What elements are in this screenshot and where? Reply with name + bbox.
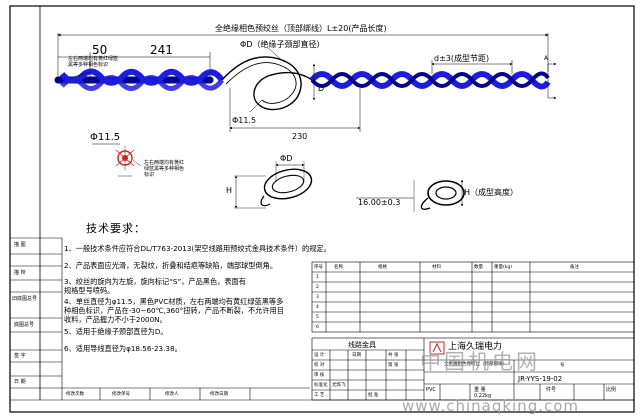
bottom-mod-grid bbox=[62, 387, 310, 400]
left-label-sign: 签 字 bbox=[14, 353, 26, 359]
parts-h-weight: 重量(kg) bbox=[494, 265, 512, 270]
parts-h-material: 材料 bbox=[432, 265, 441, 270]
watermark-url: www.chinaqking.com bbox=[402, 397, 580, 415]
parts-row-4: 4 bbox=[316, 305, 319, 310]
parts-row-2: 2 bbox=[316, 285, 319, 290]
qty-label: 件号 bbox=[546, 387, 557, 393]
dim-phi115-section: Φ11.5 bbox=[90, 132, 121, 143]
company-logo bbox=[429, 341, 445, 355]
dim-phid-loop: ΦD bbox=[280, 154, 293, 163]
sign-name: 尤炼飞 bbox=[332, 383, 346, 388]
outer-frame bbox=[9, 5, 635, 413]
parts-row-1: 1 bbox=[316, 275, 319, 280]
sign-review: 审 核 bbox=[314, 373, 325, 378]
sign-check: 校 对 bbox=[314, 363, 325, 368]
left-label-old-no: 旧底图总号 bbox=[12, 296, 38, 302]
dim-230: 230 bbox=[292, 132, 308, 141]
parts-row-6: 6 bbox=[316, 325, 319, 330]
page-total: 共 张 bbox=[388, 353, 399, 358]
req-6: 6、适用导线直径为φ18.56-23.38。 bbox=[64, 344, 182, 353]
req-3b: 规格型号喷码。 bbox=[64, 286, 115, 295]
drawing-title-block: 全绝缘相色预绞丝（顶部绑线） bbox=[444, 362, 507, 367]
dim-phid-neck: ΦD（绝缘子颈部直径） bbox=[240, 40, 325, 49]
parts-h-no: 序号 bbox=[314, 265, 323, 270]
code-label: 号 bbox=[560, 363, 565, 368]
weight-value: 0.22kg bbox=[474, 393, 492, 399]
mod-person: 修改人 bbox=[165, 392, 179, 397]
parts-h-name: 名称 bbox=[334, 265, 343, 270]
product-category: 线路金具 bbox=[348, 341, 376, 349]
req-5: 5、适用于绝缘子颈部直径为D。 bbox=[64, 327, 168, 336]
dim-phi115-main: Φ11.5 bbox=[232, 116, 257, 125]
sign-process: 工 艺 bbox=[314, 393, 325, 398]
sign-approve: 批 准 bbox=[368, 393, 379, 398]
weight-label: 重 量 bbox=[474, 387, 486, 393]
left-label-date: 日 期 bbox=[14, 379, 26, 385]
drawing-title: 全绝缘相色预绞丝（顶部绑线）L±20(产品长度) bbox=[215, 24, 387, 33]
parts-h-remark: 备注 bbox=[570, 265, 579, 270]
page-current: 第 张 bbox=[388, 363, 399, 368]
req-3: 3、绞丝的旋向为左旋，旋向标记“S”，产品黑色，表面有 bbox=[64, 277, 246, 286]
mod-date: 修改日期 bbox=[210, 392, 228, 397]
section-mark-a: A bbox=[544, 55, 549, 62]
dim-pitch: d±3(成型节距) bbox=[434, 54, 490, 63]
material-value: PVC bbox=[426, 387, 436, 393]
parts-table bbox=[311, 261, 635, 333]
req-4: 4、单丝直径为φ11.5，黑色PVC材质，左右两端均有黄红绿蓝黑等多 bbox=[64, 297, 284, 306]
company-name: 上海久瑞电力 bbox=[448, 342, 503, 352]
mod-count: 修改次数 bbox=[66, 392, 84, 397]
parts-row-5: 5 bbox=[316, 315, 319, 320]
dim-16: 16.00±0.3 bbox=[358, 198, 401, 207]
parts-row-3: 3 bbox=[316, 295, 319, 300]
sign-date-label: 日期 bbox=[352, 353, 361, 358]
req-2: 2、产品表面应光滑，无裂纹，折叠和结疤等缺陷，端部球型倒角。 bbox=[64, 261, 278, 270]
helical-rod-main-view bbox=[54, 33, 557, 132]
left-label-check: 描 校 bbox=[14, 270, 26, 276]
dim-50: 50 bbox=[92, 43, 108, 57]
dim-h-loop: H bbox=[226, 186, 233, 195]
left-label-trace: 描 图 bbox=[14, 242, 26, 248]
sign-design: 设 计 bbox=[314, 353, 325, 358]
dim-d: D bbox=[318, 84, 325, 93]
mod-order: 修改单号 bbox=[112, 392, 130, 397]
band-note: 左右两端均有黄红绿蓝黑等多种相色标识 bbox=[68, 56, 119, 68]
left-border-grid bbox=[10, 237, 63, 400]
parts-h-qty: 数量 bbox=[474, 265, 483, 270]
height-view bbox=[356, 179, 465, 212]
drawing-number: JR-YYS-19-02 bbox=[518, 375, 563, 383]
scale-label: 比例 bbox=[606, 387, 617, 393]
req-4c: 收料，产品握力不小于2000N。 bbox=[64, 315, 167, 324]
title-block-grid bbox=[311, 337, 635, 401]
dim-h-shape: H（成型高度） bbox=[464, 188, 519, 197]
requirements-heading: 技术要求： bbox=[86, 222, 146, 235]
cross-section-view bbox=[92, 143, 142, 177]
left-label-base-no: 底图总号 bbox=[14, 322, 35, 328]
watermark-chinese: 中国机电网 bbox=[420, 350, 540, 374]
parts-h-spec: 规格 bbox=[378, 265, 387, 270]
dim-241: 241 bbox=[150, 43, 173, 57]
req-1: 1、一般技术条件应符合DL/T763-2013(架空线路用预绞式金具技术条件）的… bbox=[64, 244, 331, 253]
req-4b: 种相色标识，产品在-30~60℃,360°扭转，产品不断裂，不允许用目 bbox=[64, 306, 284, 315]
sign-standard: 标准化 bbox=[314, 383, 328, 388]
section-note: 左右两端均有黄红绿蓝黑等多种相色标识 bbox=[144, 160, 185, 178]
loop-view bbox=[234, 161, 313, 209]
